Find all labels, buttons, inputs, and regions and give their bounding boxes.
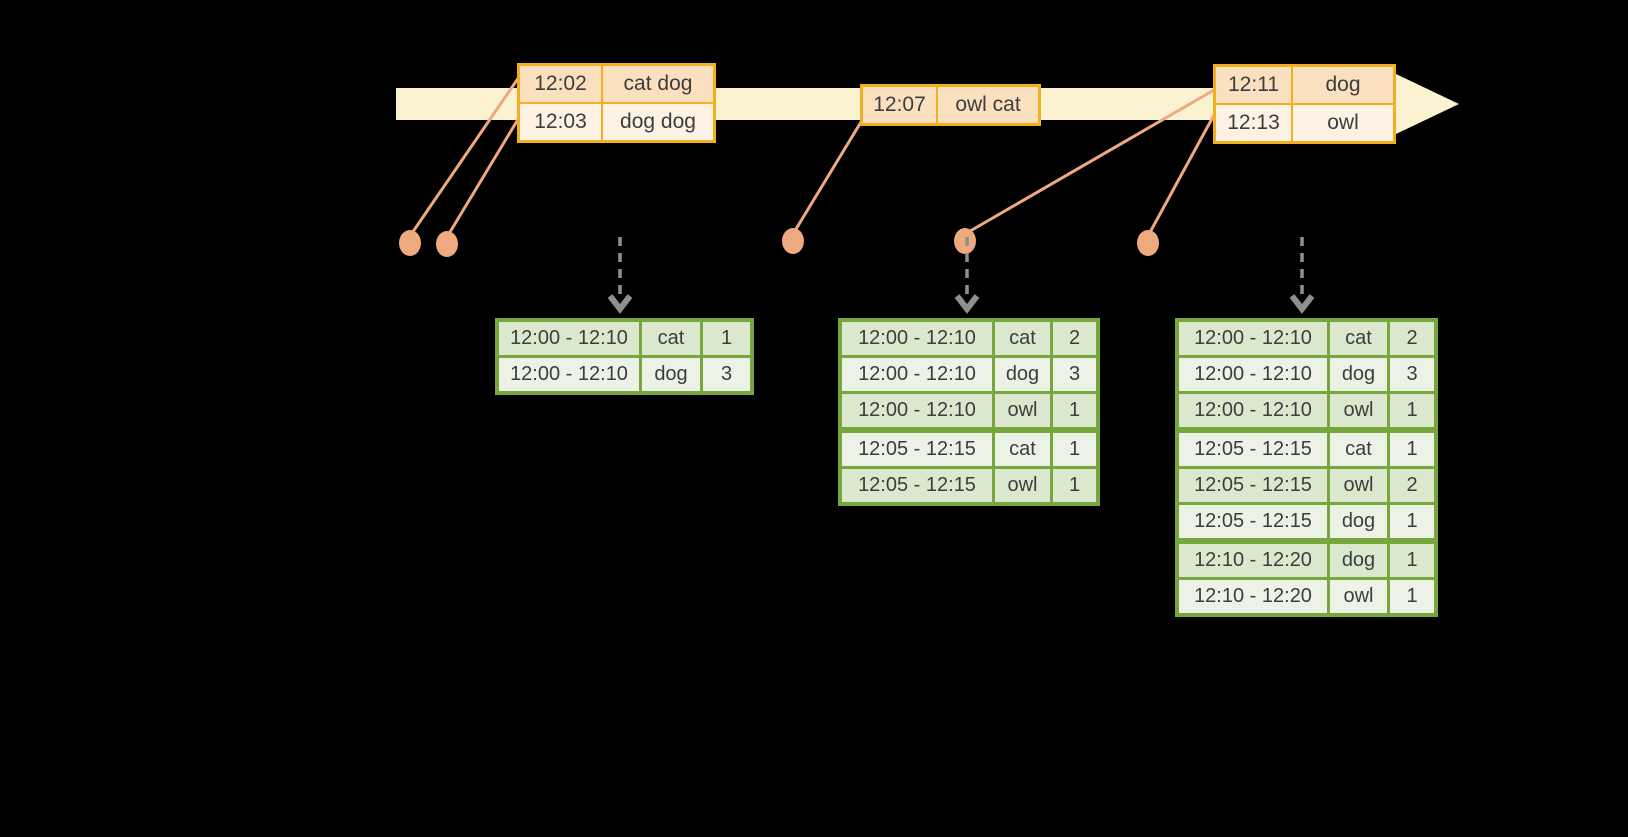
down-arrow-icon <box>607 294 633 314</box>
words-cell: owl cat <box>938 87 1038 123</box>
window-cell: 12:10 - 12:20 <box>1179 580 1327 613</box>
event-time-dot <box>399 230 421 256</box>
count-cell: 2 <box>1390 322 1434 355</box>
event-time-dot <box>1137 230 1159 256</box>
count-cell: 1 <box>1390 544 1434 577</box>
count-cell: 1 <box>1390 580 1434 613</box>
word-cell: cat <box>995 433 1050 466</box>
count-cell: 1 <box>1053 394 1096 427</box>
window-cell: 12:05 - 12:15 <box>842 433 992 466</box>
event-connector-line <box>1146 113 1216 238</box>
count-cell: 2 <box>1390 469 1434 502</box>
time-cell: 12:13 <box>1216 105 1291 141</box>
count-cell: 1 <box>1390 433 1434 466</box>
event-connector-line <box>445 114 522 239</box>
word-cell: cat <box>1330 433 1387 466</box>
down-arrow-icon <box>1289 294 1315 314</box>
word-cell: dog <box>1330 358 1387 391</box>
time-cell: 12:11 <box>1216 67 1291 103</box>
event-time-dot <box>436 231 458 257</box>
window-cell: 12:00 - 12:10 <box>1179 358 1327 391</box>
count-cell: 3 <box>703 358 750 391</box>
word-cell: dog <box>995 358 1050 391</box>
event-connector-line <box>791 120 863 236</box>
words-cell: cat dog <box>603 66 713 102</box>
word-cell: dog <box>1330 544 1387 577</box>
window-cell: 12:05 - 12:15 <box>1179 469 1327 502</box>
words-cell: dog <box>1293 67 1393 103</box>
word-cell: cat <box>995 322 1050 355</box>
word-cell: owl <box>1330 469 1387 502</box>
words-cell: owl <box>1293 105 1393 141</box>
count-cell: 1 <box>1053 469 1096 502</box>
count-cell: 1 <box>1053 433 1096 466</box>
window-cell: 12:00 - 12:10 <box>1179 322 1327 355</box>
window-cell: 12:05 - 12:15 <box>1179 433 1327 466</box>
window-cell: 12:00 - 12:10 <box>842 322 992 355</box>
window-cell: 12:05 - 12:15 <box>1179 505 1327 538</box>
window-cell: 12:00 - 12:10 <box>842 394 992 427</box>
event-time-dot <box>782 228 804 254</box>
timeline-arrowhead-icon <box>1396 74 1459 134</box>
word-cell: owl <box>995 469 1050 502</box>
window-cell: 12:05 - 12:15 <box>842 469 992 502</box>
count-cell: 3 <box>1390 358 1434 391</box>
down-arrow-icon <box>954 294 980 314</box>
event-time-dot <box>954 228 976 254</box>
count-cell: 1 <box>1390 505 1434 538</box>
word-cell: dog <box>1330 505 1387 538</box>
event-connector-line <box>408 75 521 238</box>
count-cell: 1 <box>1390 394 1434 427</box>
time-cell: 12:03 <box>520 104 601 140</box>
count-cell: 3 <box>1053 358 1096 391</box>
window-cell: 12:00 - 12:10 <box>842 358 992 391</box>
word-cell: cat <box>642 322 700 355</box>
count-cell: 1 <box>703 322 750 355</box>
word-cell: owl <box>1330 580 1387 613</box>
words-cell: dog dog <box>603 104 713 140</box>
event-connector-line <box>963 88 1216 236</box>
window-cell: 12:00 - 12:10 <box>499 322 639 355</box>
word-cell: owl <box>995 394 1050 427</box>
time-cell: 12:02 <box>520 66 601 102</box>
word-cell: owl <box>1330 394 1387 427</box>
time-cell: 12:07 <box>863 87 936 123</box>
window-cell: 12:00 - 12:10 <box>499 358 639 391</box>
window-cell: 12:10 - 12:20 <box>1179 544 1327 577</box>
word-cell: cat <box>1330 322 1387 355</box>
window-cell: 12:00 - 12:10 <box>1179 394 1327 427</box>
count-cell: 2 <box>1053 322 1096 355</box>
word-cell: dog <box>642 358 700 391</box>
